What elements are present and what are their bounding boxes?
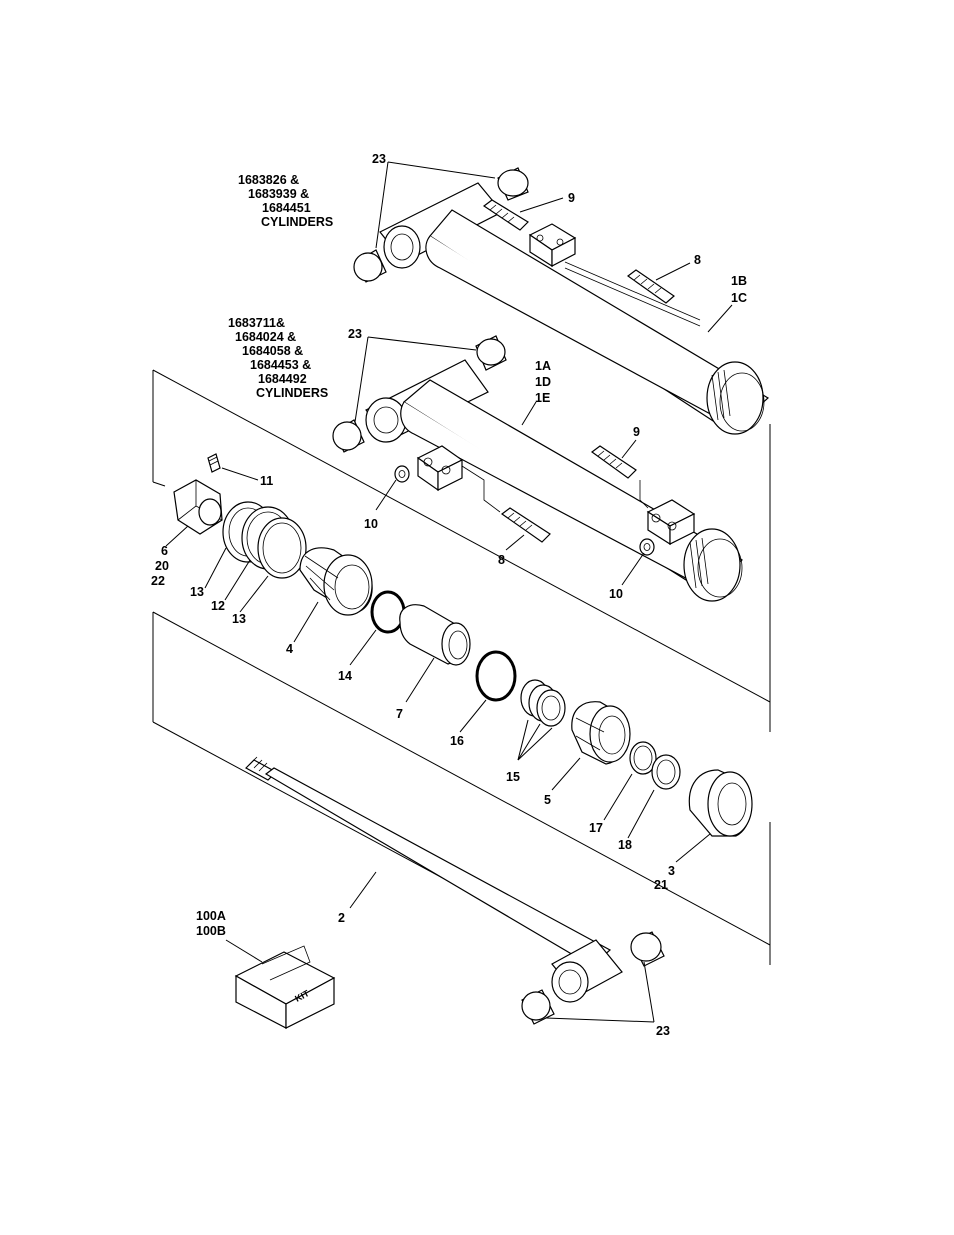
lower-cylinder-line-3: 1684058 & — [242, 344, 303, 358]
callout-9-mid: 9 — [633, 425, 640, 439]
oring-14 — [370, 590, 406, 634]
callout-1E: 1E — [535, 391, 550, 405]
callout-12: 12 — [211, 599, 225, 613]
bushing-23-bot-right — [630, 931, 665, 967]
callout-10-left: 10 — [364, 517, 378, 531]
fitting-8-mid — [500, 507, 551, 543]
lower-cylinder-line-6: CYLINDERS — [256, 386, 328, 400]
seal-13-12-stack — [222, 501, 307, 579]
callout-23-top: 23 — [372, 152, 386, 166]
fitting-9-mid — [590, 445, 637, 479]
upper-cylinder-line-3: 1684451 — [262, 201, 311, 215]
callout-7: 7 — [396, 707, 403, 721]
spacer-7 — [399, 604, 471, 666]
lower-cylinder-line-2: 1684024 & — [235, 330, 296, 344]
callout-23-mid: 23 — [348, 327, 362, 341]
callout-8-top: 8 — [694, 253, 701, 267]
plug-10-right — [639, 538, 655, 556]
callout-4: 4 — [286, 642, 293, 656]
callout-5: 5 — [544, 793, 551, 807]
bushing-23-top-left — [353, 249, 387, 283]
kit-box: KIT — [234, 945, 336, 1029]
callout-14: 14 — [338, 669, 352, 683]
seals-15 — [520, 679, 566, 727]
callout-13-a: 13 — [190, 585, 204, 599]
callout-23-bot: 23 — [656, 1024, 670, 1038]
callout-2: 2 — [338, 911, 345, 925]
callout-13-b: 13 — [232, 612, 246, 626]
upper-cylinder-line-4: CYLINDERS — [261, 215, 333, 229]
piston-4 — [299, 547, 373, 616]
ring-17 — [629, 741, 657, 775]
callout-17: 17 — [589, 821, 603, 835]
callout-6: 6 — [161, 544, 168, 558]
callout-15: 15 — [506, 770, 520, 784]
callout-1D: 1D — [535, 375, 551, 389]
plug-10-left — [394, 465, 410, 483]
lower-cylinder-line-5: 1684492 — [258, 372, 307, 386]
upper-cylinder-label: 1683826 & 1683939 & 1684451 CYLINDERS — [238, 173, 333, 229]
nut-6 — [173, 479, 223, 535]
fitting-8-upper — [626, 269, 675, 304]
callout-1B: 1B — [731, 274, 747, 288]
head-5 — [571, 701, 631, 765]
callout-10-right: 10 — [609, 587, 623, 601]
callout-22: 22 — [151, 574, 165, 588]
callout-21: 21 — [654, 878, 668, 892]
upper-cylinder-line-2: 1683939 & — [248, 187, 309, 201]
callout-20: 20 — [155, 559, 169, 573]
upper-cross-tube-end — [383, 225, 421, 269]
callout-1A: 1A — [535, 359, 551, 373]
callout-18: 18 — [618, 838, 632, 852]
lower-cylinder-line-1: 1683711& — [228, 316, 285, 330]
callout-100B: 100B — [196, 924, 226, 938]
upper-cylinder-line-1: 1683826 & — [238, 173, 299, 187]
gland-3 — [688, 769, 753, 837]
bushing-23-mid-left — [332, 419, 365, 453]
callout-16: 16 — [450, 734, 464, 748]
setscrew-11 — [207, 453, 221, 473]
rod-2 — [245, 756, 623, 1003]
middle-cylinder-drawing — [365, 359, 744, 602]
callout-8-mid: 8 — [498, 553, 505, 567]
callout-1C: 1C — [731, 291, 747, 305]
ring-18 — [651, 754, 681, 790]
callout-9-top: 9 — [568, 191, 575, 205]
bushing-23-mid-right — [475, 335, 507, 371]
upper-cylinder-drawing — [379, 182, 770, 435]
fitting-9-upper — [482, 199, 529, 231]
callout-11: 11 — [260, 474, 273, 488]
lower-cylinder-label: 1683711& 1684024 & 1684058 & 1684453 & 1… — [228, 316, 328, 400]
callout-3: 3 — [668, 864, 675, 878]
bushing-23-top-right — [497, 167, 529, 201]
oring-16 — [475, 650, 517, 702]
lower-cylinder-line-4: 1684453 & — [250, 358, 311, 372]
callout-100A: 100A — [196, 909, 226, 923]
bushing-23-bot-left — [521, 989, 555, 1025]
